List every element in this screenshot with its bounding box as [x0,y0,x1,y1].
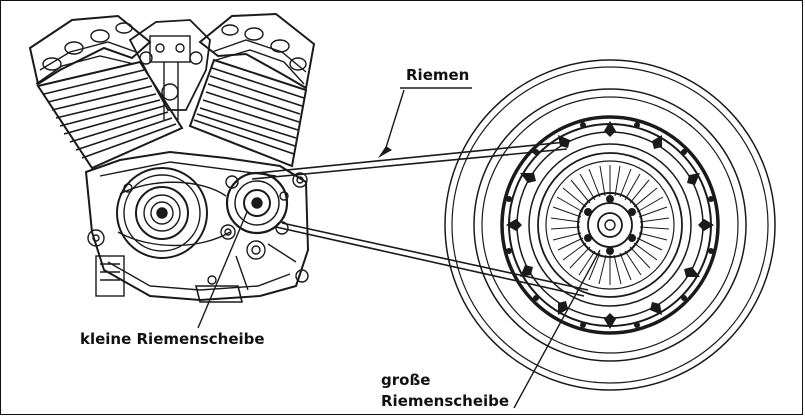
primary-cover [116,167,231,259]
hub-bolts [584,195,636,255]
large-pulley-label-line2: Riemenscheibe [381,392,510,410]
left-cylinder-head [28,14,152,86]
large-pulley-label-line1: große [381,371,431,389]
belt-label: Riemen [406,66,470,84]
small-pulley [220,171,289,240]
crankcase [84,150,310,302]
v-twin-engine [28,12,316,303]
rim-spoke-nipples [506,121,714,329]
wheel-spokes [550,165,670,285]
leader-lines [197,87,601,409]
engine-lower-details [95,240,297,303]
drive-belt [246,141,589,297]
small-pulley-label: kleine Riemenscheibe [80,330,265,348]
left-cylinder-fins [36,60,184,170]
rear-wheel [444,59,776,391]
right-cylinder-head [198,12,316,90]
right-cylinder-fins [188,58,308,168]
center-valley [128,19,211,120]
